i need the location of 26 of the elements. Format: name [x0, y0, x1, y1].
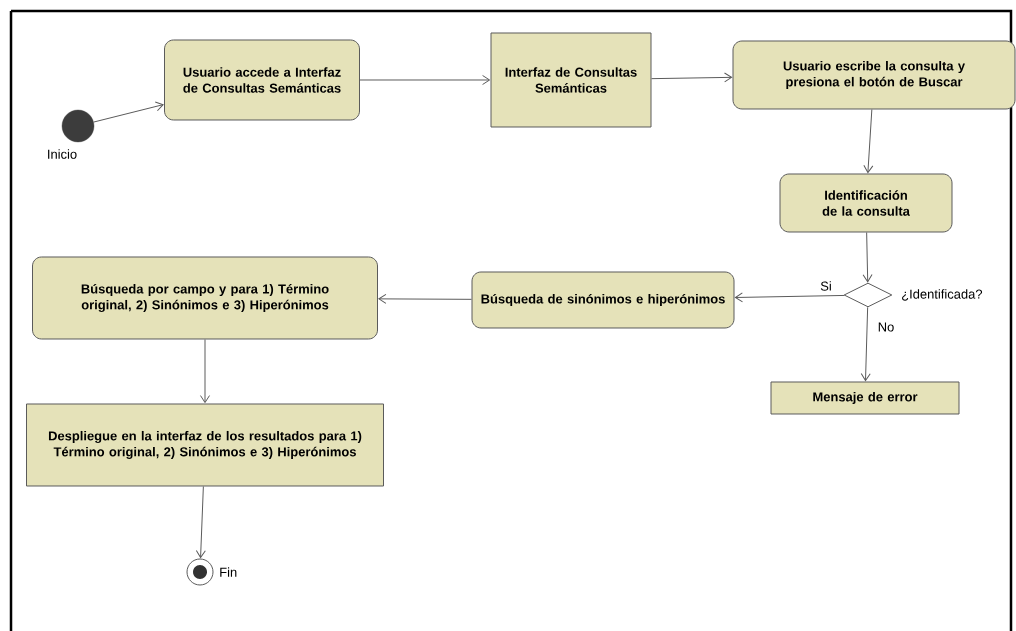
decision-diamond	[843, 282, 893, 308]
arrow	[195, 486, 206, 559]
edge-label: Si	[819, 280, 833, 292]
arrow	[200, 339, 210, 404]
edge-label: No	[876, 321, 896, 333]
process-box: Interfaz de Consultas Semánticas	[490, 32, 652, 128]
process-box: Despliegue en la interfaz de los resultados para 1) Término original, 2) Sinónimos e 3) Hiperónimos	[26, 403, 384, 487]
node-caption: Inicio	[48, 149, 77, 159]
arrow	[93, 101, 164, 123]
arrow	[734, 292, 845, 303]
arrow	[359, 75, 491, 85]
arrow	[862, 232, 873, 283]
start-circle	[61, 109, 95, 143]
action-box: Usuario accede a Interfaz de Consultas Semánticas	[164, 39, 360, 121]
process-box: Mensaje de error	[770, 381, 960, 415]
action-box: Búsqueda por campo y para 1) Término original, 2) Sinónimos e 3) Hiperónimos	[32, 256, 378, 340]
action-box: Usuario escribe la consulta y presiona el botón de Buscar	[732, 40, 1016, 110]
arrow	[378, 293, 472, 304]
end-circle	[186, 558, 214, 586]
arrow	[860, 306, 871, 382]
arrow	[863, 109, 874, 174]
node-caption: Fin	[220, 567, 237, 577]
action-box: Identificación de la consulta	[779, 173, 953, 233]
node-caption: ¿Identificada?	[902, 289, 983, 301]
action-box: Búsqueda de sinónimos e hiperónimos	[471, 271, 735, 329]
arrow	[651, 72, 733, 83]
